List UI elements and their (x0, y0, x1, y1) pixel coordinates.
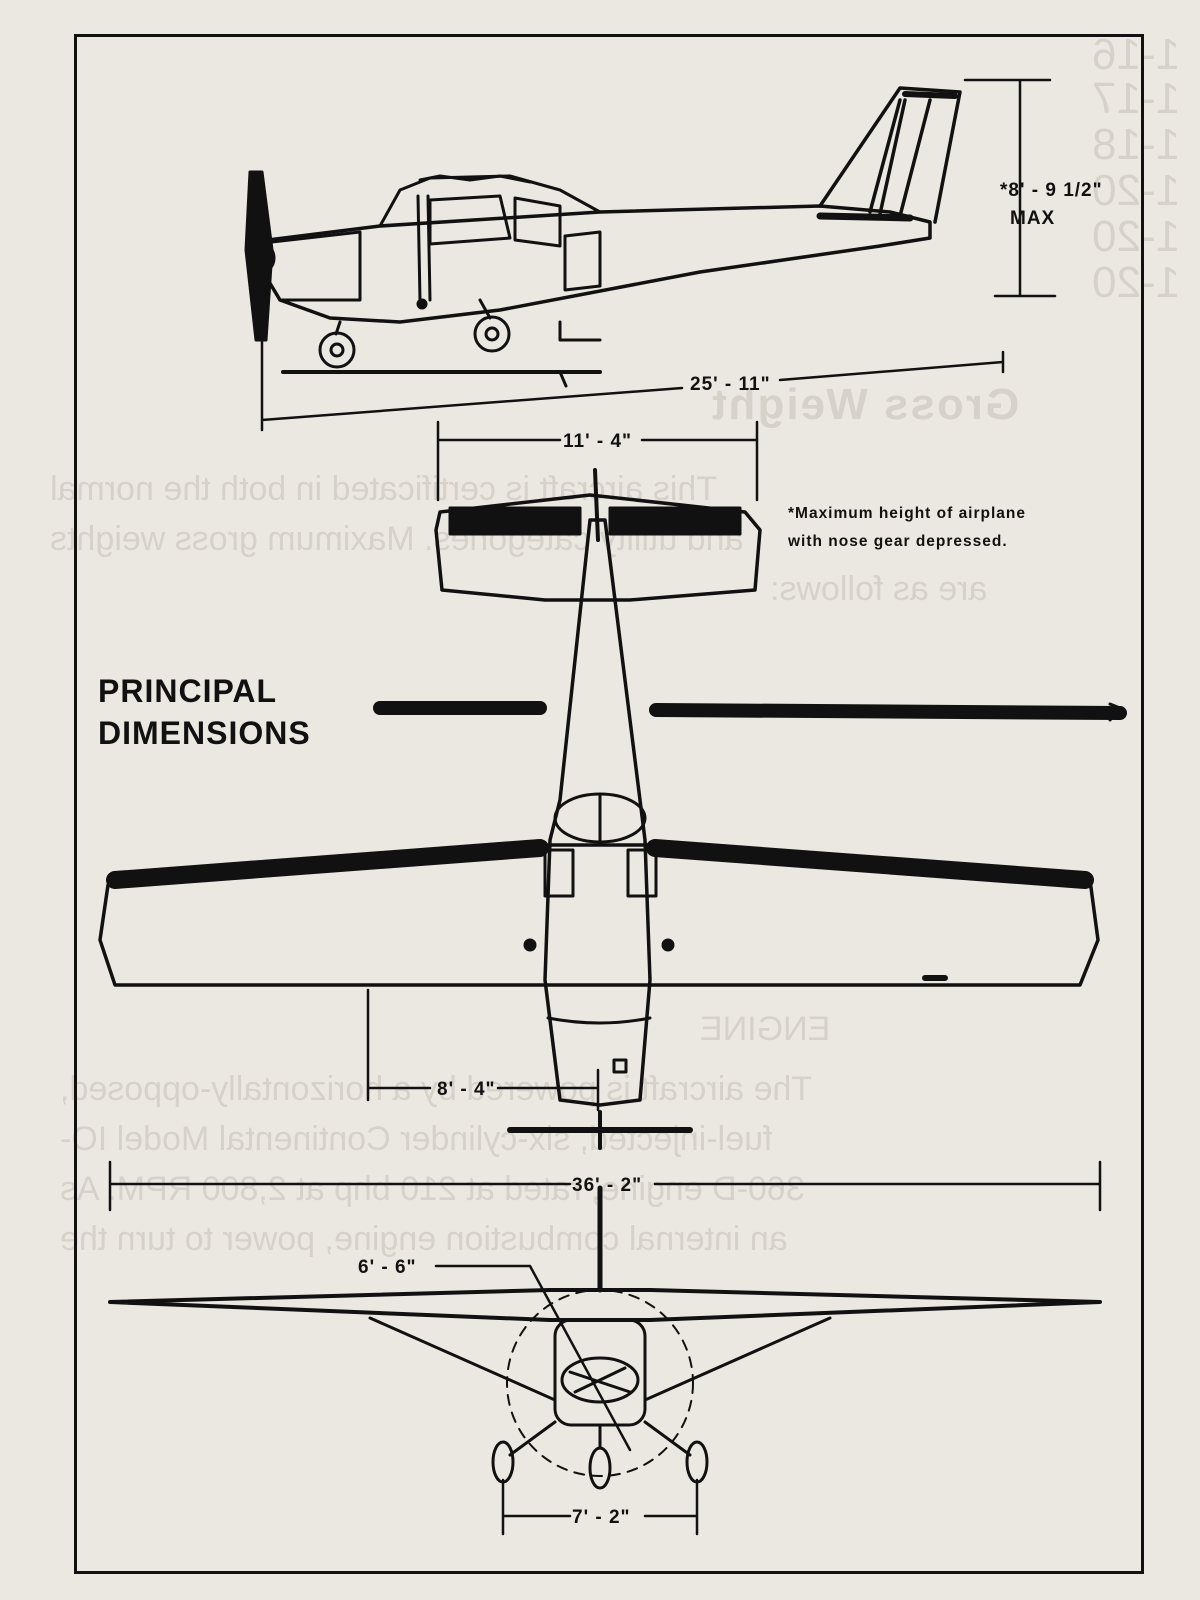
side-view-airplane (244, 86, 962, 388)
main-gear-track-dimension-line (501, 1478, 699, 1536)
front-view-airplane (108, 1185, 1102, 1490)
diagram-title-line1: PRINCIPAL (98, 673, 277, 709)
wing-span-dimension-line (108, 1160, 1102, 1212)
height-dimension-suffix: MAX (1010, 208, 1055, 229)
diagram-title-line2: DIMENSIONS (98, 715, 311, 751)
main-gear-track-label: 7' - 2" (572, 1507, 631, 1528)
stabilizer-span-dimension-line (436, 420, 759, 502)
height-dimension-label: *8' - 9 1/2" (1000, 180, 1103, 201)
main-gear-offset-label: 8' - 4" (437, 1079, 496, 1100)
stabilizer-span-label: 11' - 4" (563, 431, 632, 452)
length-dimension-label: 25' - 11" (690, 374, 771, 395)
main-gear-offset-dimension-line (366, 988, 600, 1112)
diagram-frame (74, 34, 1144, 1574)
top-view-airplane (98, 468, 1100, 1150)
footnote-line1: *Maximum height of airplane (788, 505, 1026, 522)
footnote-line2: with nose gear depressed. (787, 533, 1008, 550)
propeller-diameter-leader (434, 1264, 632, 1452)
height-dimension-line (963, 78, 1057, 298)
title-bars (373, 701, 1127, 722)
length-dimension-line (260, 264, 1005, 432)
wing-span-label: 36' - 2" (572, 1175, 642, 1196)
propeller-diameter-label: 6' - 6" (358, 1257, 417, 1278)
